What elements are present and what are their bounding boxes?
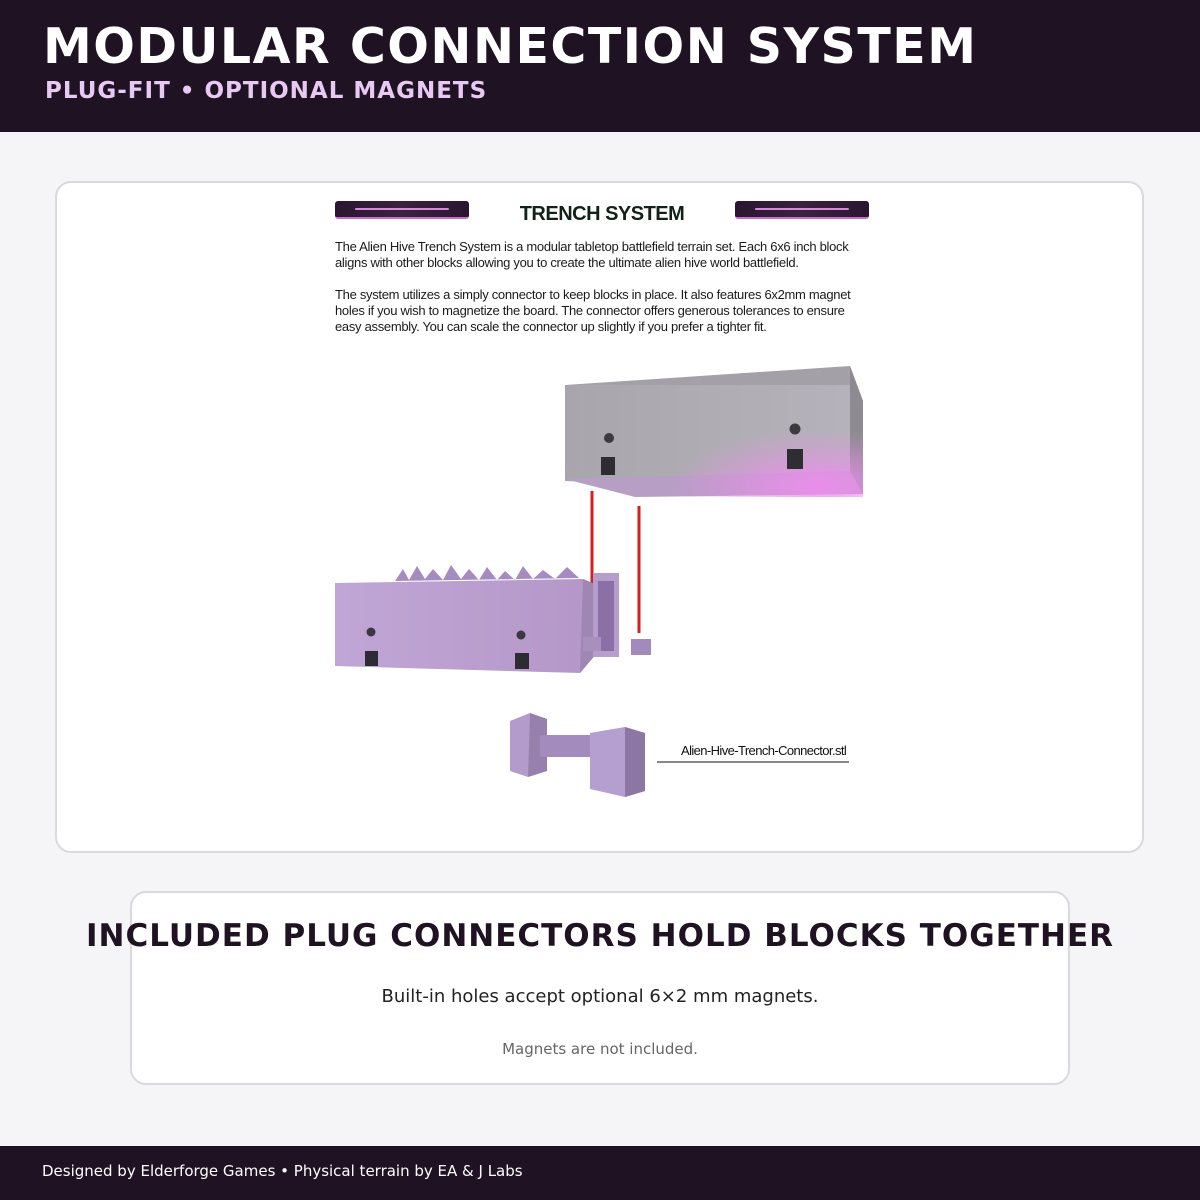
page-title: MODULAR CONNECTION SYSTEM: [43, 18, 978, 75]
sheet-paragraph-connector: The system utilizes a simply connector t…: [335, 287, 851, 334]
lower-terrain-block: [335, 565, 651, 673]
info-card: [130, 891, 1070, 1085]
magnet-info-text: Built-in holes accept optional 6×2 mm ma…: [381, 986, 819, 1007]
terrain-render: [335, 366, 863, 797]
sheet-title: TRENCH SYSTEM: [519, 203, 685, 225]
connector-render: [510, 713, 645, 797]
header-bar: MODULAR CONNECTION SYSTEM PLUG-FIT • OPT…: [0, 0, 1200, 132]
magnet-note: Magnets are not included.: [502, 1040, 698, 1058]
sheet-paragraph-intro: The Alien Hive Trench System is a modula…: [335, 239, 849, 270]
product-image-card: TRENCH SYSTEM The Alien Hive Trench Syst…: [55, 181, 1144, 853]
ornament-banner-right: [735, 201, 869, 219]
page-subtitle: PLUG-FIT • OPTIONAL MAGNETS: [45, 78, 488, 104]
ornament-banner-left: [335, 201, 469, 219]
footer-bar: Designed by Elderforge Games • Physical …: [0, 1146, 1200, 1200]
info-heading: INCLUDED PLUG CONNECTORS HOLD BLOCKS TOG…: [85, 918, 1115, 954]
upper-terrain-block: [565, 366, 863, 497]
instruction-sheet: TRENCH SYSTEM The Alien Hive Trench Syst…: [335, 201, 869, 831]
connector-file-label: Alien-Hive-Trench-Connector.stl: [681, 743, 847, 758]
footer-credit: Designed by Elderforge Games • Physical …: [42, 1162, 523, 1180]
